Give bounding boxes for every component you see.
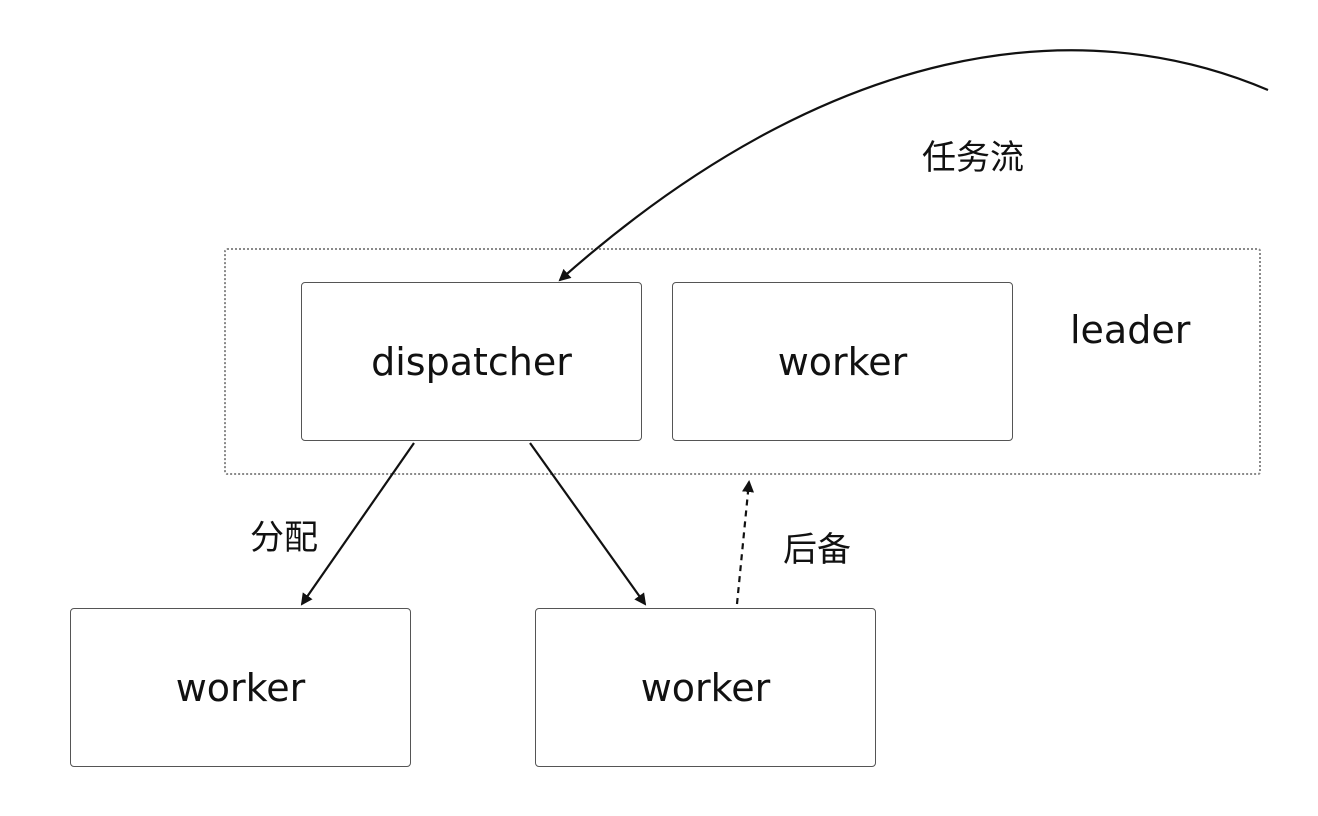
leader-group-boundary	[224, 248, 1261, 475]
leader-group-label: leader	[1070, 308, 1191, 352]
assign-arrow-left	[300, 442, 415, 606]
backup-arrow	[735, 480, 754, 605]
dispatcher-node: dispatcher	[301, 282, 642, 441]
task-flow-label: 任务流	[922, 138, 1024, 178]
backup-label: 后备	[783, 530, 851, 570]
assign-arrow-mid	[529, 442, 647, 606]
task-flow-arrow	[558, 49, 1269, 282]
worker-node-left: worker	[70, 608, 411, 767]
assign-label: 分配	[250, 518, 318, 558]
leader-worker-node: worker	[672, 282, 1013, 441]
worker-node-mid: worker	[535, 608, 876, 767]
